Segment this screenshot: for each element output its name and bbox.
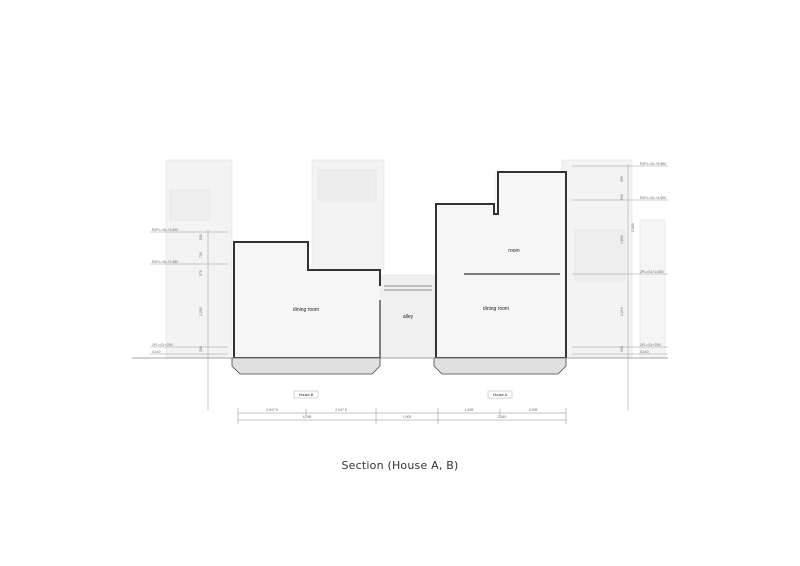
- left-level-r1fl: R1FL=GL+2,980: [152, 260, 178, 264]
- room-label-dining-b: dining room: [293, 307, 319, 313]
- background-context: [165, 159, 666, 359]
- right-level-markers: [572, 164, 668, 410]
- room-label-room-a: room: [508, 248, 519, 254]
- right-dim-e: 2,215: [620, 307, 624, 316]
- room-label-alley: alley: [403, 314, 414, 320]
- left-level-gl: GL±0: [152, 350, 161, 354]
- dim-b1: 2,047.5: [266, 408, 278, 412]
- left-dim-a: 500: [199, 234, 203, 240]
- right-dim-a: 650: [620, 176, 624, 182]
- house-a-tag: House A: [493, 393, 508, 397]
- right-dim-b: 500: [620, 194, 624, 200]
- dim-a-total: 3,640: [498, 415, 507, 419]
- dim-a2: 2,005: [529, 408, 538, 412]
- left-dim-e: 200: [199, 346, 203, 352]
- right-dim-f: 200: [620, 346, 624, 352]
- right-level-2fl: 2FL=GL+2,600: [640, 270, 664, 274]
- left-level-1fl: 1FL=GL+200: [152, 343, 173, 347]
- right-level-r2fl: R2FL=GL+5,580: [640, 162, 666, 166]
- alley-canopy: [384, 285, 432, 291]
- right-level-1fl: 1FL=GL+200: [640, 343, 661, 347]
- right-dim-d: 1,800: [620, 235, 624, 244]
- house-b-tag: House B: [299, 393, 314, 397]
- right-level-r1fl: R1FL=GL+4,600: [640, 196, 666, 200]
- right-dim-c: 2,800: [631, 223, 635, 232]
- left-dim-c: 270: [199, 270, 203, 276]
- bottom-dimension-lines: [237, 408, 567, 424]
- dim-a1: 1,635: [465, 408, 474, 412]
- room-label-dining-a: dining room: [483, 306, 509, 312]
- drawing-caption: Section (House A, B): [341, 459, 459, 472]
- left-level-r2fl: R2FL=GL+3,600: [152, 228, 178, 232]
- dim-alley: 1,900: [403, 415, 412, 419]
- dim-b2: 2,047.5: [335, 408, 347, 412]
- house-a-foundation: [433, 357, 567, 375]
- left-level-markers: [150, 230, 228, 410]
- house-a-section: [435, 171, 567, 359]
- house-b-section: [232, 241, 381, 359]
- left-dim-d: 2,200: [199, 307, 203, 316]
- house-b-foundation: [231, 357, 381, 375]
- left-dim-b: 720: [199, 252, 203, 258]
- right-level-gl: GL±0: [640, 350, 649, 354]
- dim-b-total: 4,095: [303, 415, 312, 419]
